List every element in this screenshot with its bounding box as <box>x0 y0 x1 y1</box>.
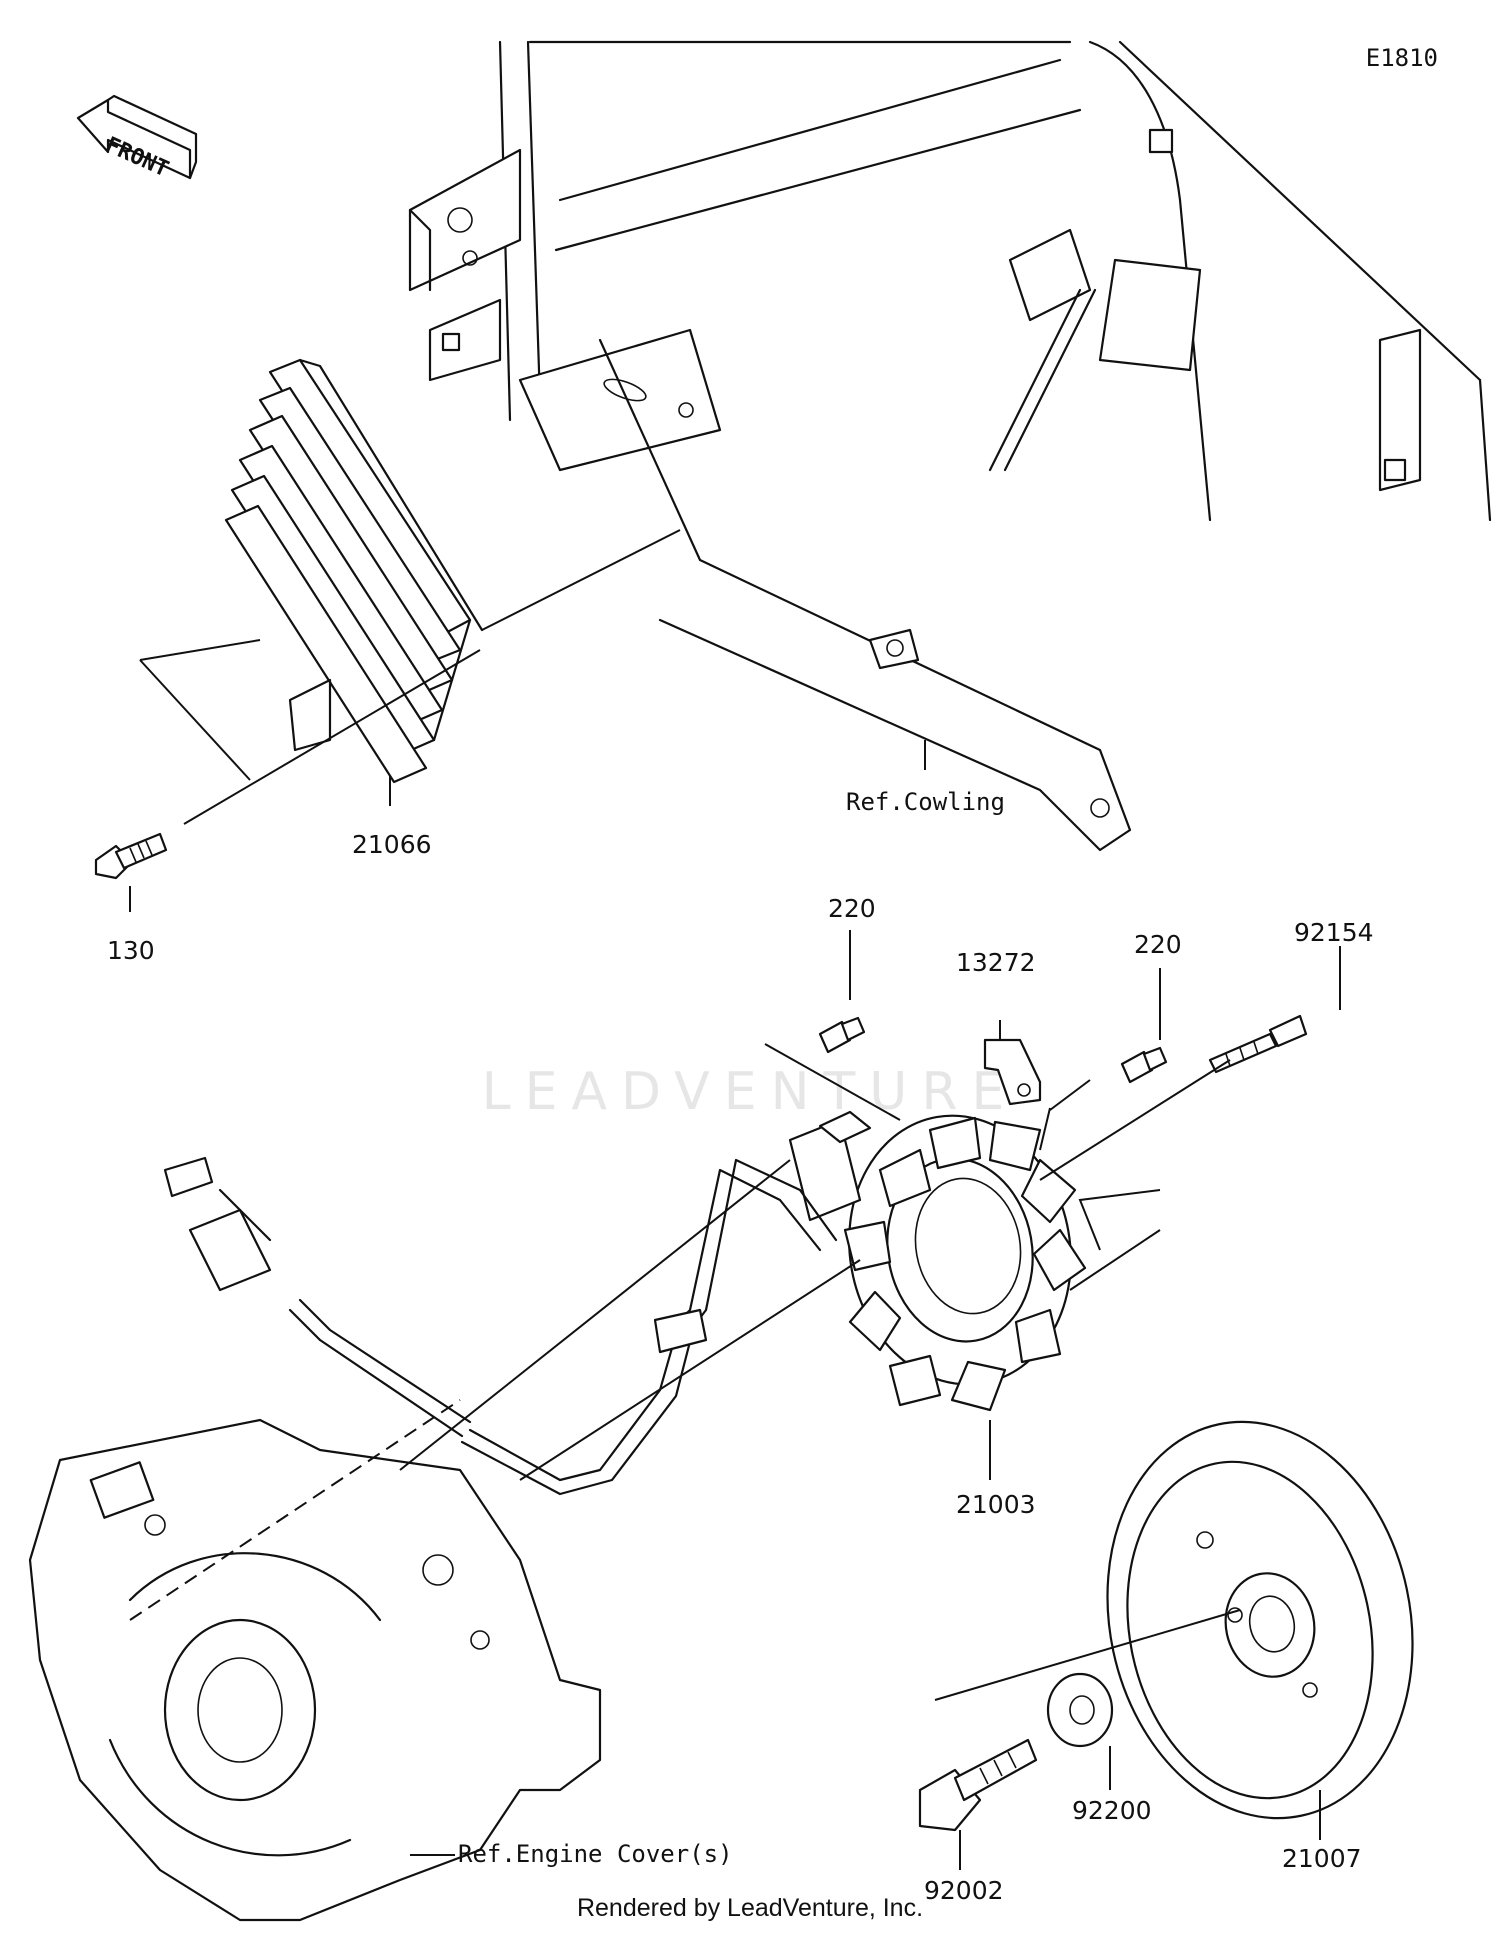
bolt-92002 <box>918 1738 1038 1832</box>
regulator-rectifier <box>224 358 484 784</box>
leader-lines <box>129 529 1341 1870</box>
front-arrow-icon: FRONT <box>76 94 198 182</box>
part-number-13272[interactable]: 13272 <box>956 948 1036 977</box>
rotor-flywheel <box>1106 1420 1414 1820</box>
bolt-130 <box>94 832 168 880</box>
part-number-220-right[interactable]: 220 <box>1134 930 1182 959</box>
part-number-92200[interactable]: 92200 <box>1072 1796 1152 1825</box>
engine-cover <box>28 1399 602 1922</box>
watermark: LEADVENTURE <box>481 1062 1019 1122</box>
part-number-21007[interactable]: 21007 <box>1282 1844 1362 1873</box>
ref-engine-cover-label[interactable]: Ref.Engine Cover(s) <box>458 1840 733 1868</box>
part-number-220-left[interactable]: 220 <box>828 894 876 923</box>
part-number-130[interactable]: 130 <box>107 936 155 965</box>
washer-92200 <box>1046 1672 1114 1748</box>
part-number-21066[interactable]: 21066 <box>352 830 432 859</box>
part-number-92002[interactable]: 92002 <box>924 1876 1004 1905</box>
stator-coil <box>788 1110 1087 1412</box>
stator-fasteners <box>818 1014 1308 1106</box>
ref-cowling-label[interactable]: Ref.Cowling <box>846 788 1005 816</box>
part-number-21003[interactable]: 21003 <box>956 1490 1036 1519</box>
part-number-92154[interactable]: 92154 <box>1294 918 1374 947</box>
frame-cowling-stay <box>408 40 1492 852</box>
wire-harness <box>163 1156 838 1496</box>
render-credit-footer: Rendered by LeadVenture, Inc. <box>576 1894 924 1922</box>
diagram-code: E1810 <box>1365 44 1438 72</box>
